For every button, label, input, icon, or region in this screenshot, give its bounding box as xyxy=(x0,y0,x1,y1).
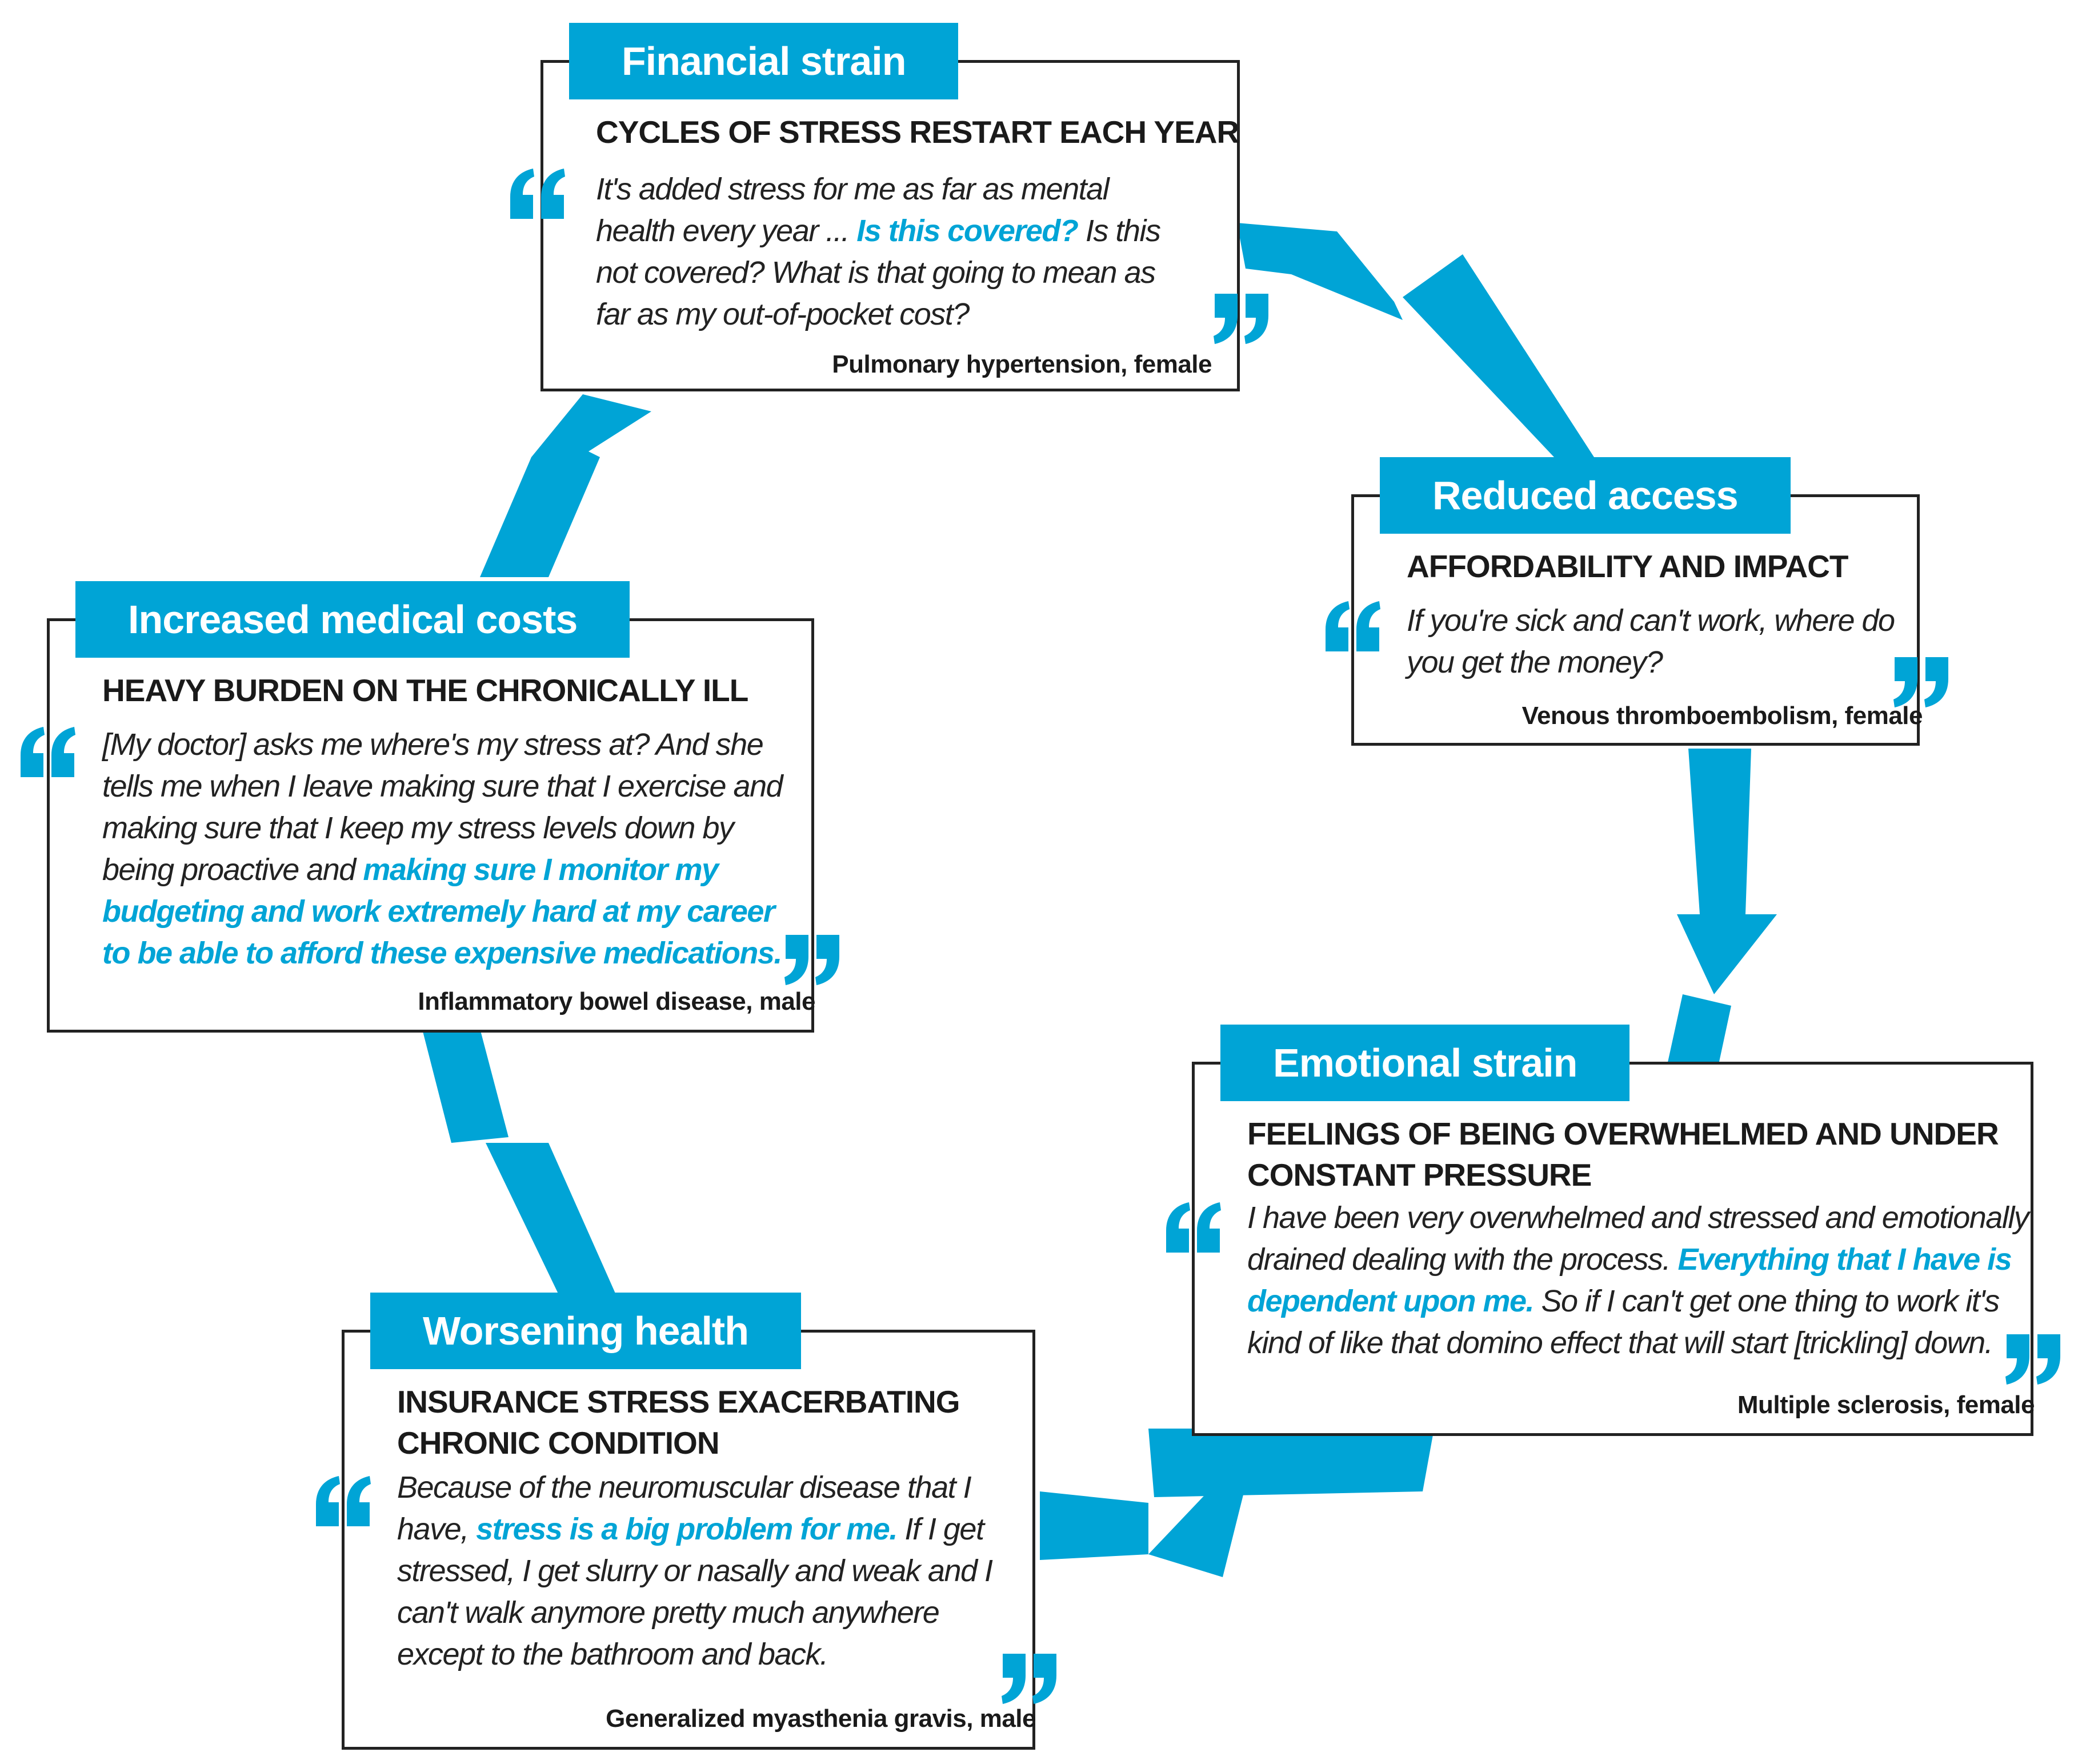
close-quote-icon xyxy=(784,935,839,985)
cycle-arrow-icon xyxy=(1237,223,1403,320)
card-heading: Cycles of stress restart each year xyxy=(596,114,1239,150)
quote-source: Multiple sclerosis, female xyxy=(1737,1391,2035,1419)
card-heading: Heavy burden on the chronically ill xyxy=(102,673,748,708)
card-heading: Insurance stress exacerbating chronic co… xyxy=(397,1384,960,1461)
cycle-arrow-icon xyxy=(1148,1440,1257,1577)
quote-segment: It's added stress for me as far as menta… xyxy=(596,172,1110,248)
card-emotional: Emotional strainFeelings of being overwh… xyxy=(1192,1025,2036,1436)
quote-highlight: Everything that I have is dependent upon… xyxy=(1247,1242,2012,1318)
open-quote-icon xyxy=(1326,601,1380,651)
close-quote-icon xyxy=(1002,1654,1056,1704)
quote-text: Because of the neuromuscular disease tha… xyxy=(397,1467,1020,1675)
tag-label: Emotional strain xyxy=(1220,1025,1630,1101)
cycle-arrow-icon xyxy=(423,1029,509,1143)
tag-label: Increased medical costs xyxy=(75,581,630,658)
quote-source: Venous thromboembolism, female xyxy=(1522,702,1923,730)
cycle-arrow-icon xyxy=(1677,749,1777,994)
quote-segment: So if I can't get one thing to work it's… xyxy=(1247,1284,2000,1360)
card-heading: Affordability and impact xyxy=(1407,549,1848,584)
quote-text: If you're sick and can't work, where do … xyxy=(1407,600,1898,683)
cycle-arrow-icon xyxy=(480,394,651,577)
cycle-arrow-icon xyxy=(1403,254,1594,457)
open-quote-icon xyxy=(316,1476,371,1526)
quote-text: It's added stress for me as far as menta… xyxy=(596,169,1179,335)
open-quote-icon xyxy=(21,727,75,777)
quote-source: Pulmonary hypertension, female xyxy=(832,350,1212,378)
quote-source: Inflammatory bowel disease, male xyxy=(418,987,815,1015)
quote-highlight: stress is a big problem for me. xyxy=(476,1512,898,1546)
quote-source: Generalized myasthenia gravis, male xyxy=(606,1705,1036,1733)
quote-segment: If you're sick and can't work, where do … xyxy=(1407,603,1895,679)
quote-segment: Because of the neuromuscular disease tha… xyxy=(397,1470,972,1546)
card-reduced: Reduced accessAffordability and impactIf… xyxy=(1351,457,1923,746)
quote-highlight: making sure I monitor my budgeting and w… xyxy=(102,853,782,970)
open-quote-icon xyxy=(510,169,565,219)
quote-segment: [My doctor] asks me where's my stress at… xyxy=(102,727,783,887)
quote-highlight: Is this covered? xyxy=(856,214,1079,248)
quote-segment: Is this not covered? What is that going … xyxy=(596,214,1161,331)
close-quote-icon xyxy=(2005,1334,2060,1385)
tag-label: Worsening health xyxy=(370,1293,801,1369)
card-heading: Feelings of being overwhelmed and under … xyxy=(1247,1116,1999,1193)
close-quote-icon xyxy=(1893,657,1948,707)
quote-text: [My doctor] asks me where's my stress at… xyxy=(102,724,805,974)
card-financial: Financial strainCycles of stress restart… xyxy=(540,23,1240,391)
cycle-arrow-icon xyxy=(1040,1491,1148,1560)
close-quote-icon xyxy=(1214,294,1268,344)
quote-segment: I have been very overwhelmed and stresse… xyxy=(1247,1201,2029,1277)
card-medical: Increased medical costsHeavy burden on t… xyxy=(47,581,816,1033)
quote-text: I have been very overwhelmed and stresse… xyxy=(1247,1197,2036,1364)
card-worsening: Worsening healthInsurance stress exacerb… xyxy=(342,1293,1036,1750)
quote-segment: If I get stressed, I get slurry or nasal… xyxy=(397,1512,993,1671)
tag-label: Reduced access xyxy=(1380,457,1791,534)
cycle-arrow-icon xyxy=(1148,1429,1434,1497)
open-quote-icon xyxy=(1166,1202,1221,1253)
cycle-arrow-icon xyxy=(486,1143,617,1297)
tag-label: Financial strain xyxy=(569,23,959,99)
